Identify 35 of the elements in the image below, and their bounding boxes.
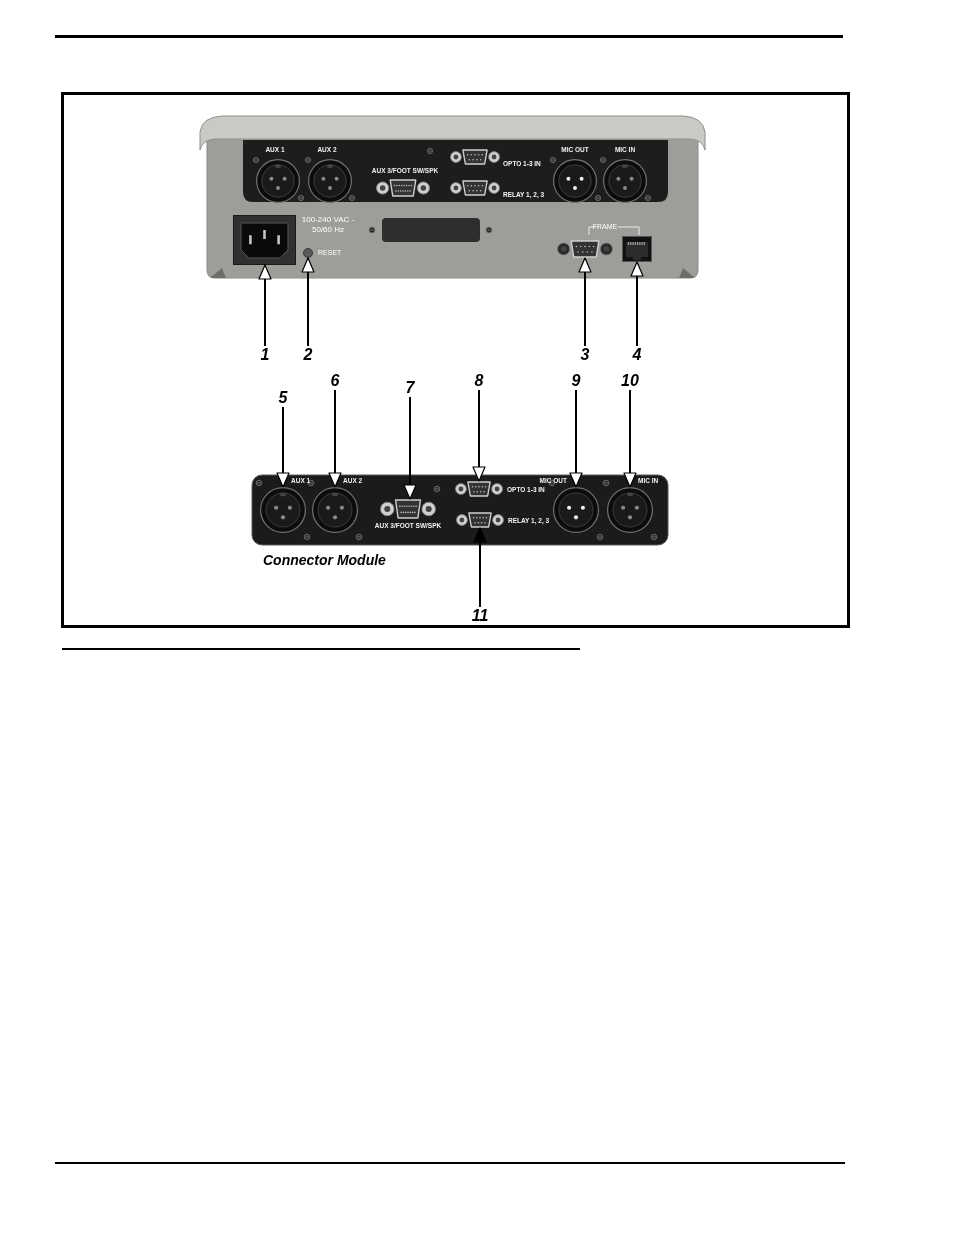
db9-connector <box>455 481 503 497</box>
voltage-rating-label: 100-240 VAC - 50/60 Hz <box>300 215 356 235</box>
xlr-connector <box>312 487 358 533</box>
power-inlet <box>233 215 296 265</box>
db15-connector <box>380 499 436 519</box>
callout-number: 1 <box>253 346 277 364</box>
xlr-connector <box>260 487 306 533</box>
db9-connector <box>456 512 504 528</box>
callout-number: 3 <box>573 346 597 364</box>
callout-number: 9 <box>564 372 588 390</box>
reset-switch <box>303 248 313 258</box>
callout-number: 4 <box>625 346 649 364</box>
leader-arrow <box>630 261 644 347</box>
db9-connector <box>557 240 613 258</box>
leader-arrow <box>472 389 486 482</box>
module-caption: Connector Module <box>263 552 386 569</box>
rj45-jack <box>622 236 652 262</box>
callout-number: 6 <box>323 372 347 390</box>
leader-arrow <box>258 264 272 347</box>
callout-number: 10 <box>618 372 642 390</box>
callout-number: 8 <box>467 372 491 390</box>
leader-arrow <box>301 257 315 347</box>
callout-number: 11 <box>468 607 492 625</box>
leader-arrow <box>578 257 592 347</box>
leader-arrow <box>473 527 487 608</box>
leader-arrow <box>328 389 342 488</box>
xlr-connector <box>607 487 653 533</box>
callout-number: 7 <box>398 379 422 397</box>
leader-arrow <box>276 406 290 488</box>
xlr-connector <box>553 487 599 533</box>
leader-arrow <box>403 396 417 500</box>
callout-number: 2 <box>296 346 320 364</box>
leader-arrow <box>569 389 583 488</box>
callout-number: 5 <box>271 389 295 407</box>
leader-arrow <box>623 389 637 488</box>
